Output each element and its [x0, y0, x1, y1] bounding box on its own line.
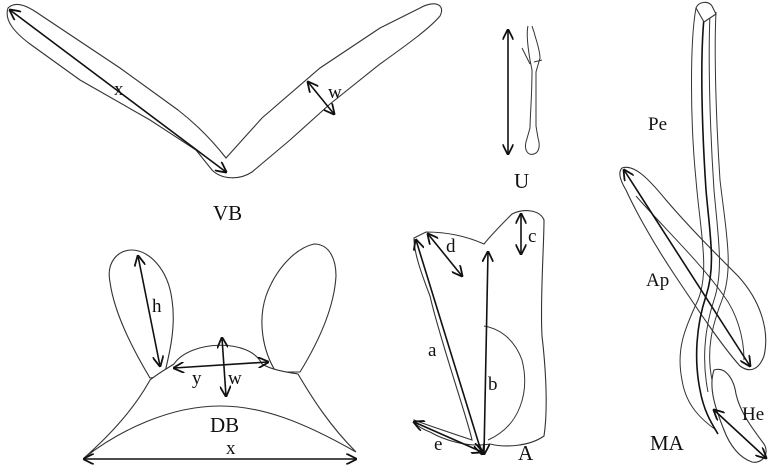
db-h-label: h: [152, 296, 162, 317]
db-w-label: w: [228, 368, 242, 389]
ma-tip: [695, 1, 717, 23]
a-panel: a b c d e A: [413, 210, 547, 465]
db-panel-label: DB: [210, 413, 239, 437]
ma-panel-label: MA: [650, 431, 685, 455]
a-inner-curve: [483, 325, 526, 441]
u-panel-label: U: [514, 169, 529, 193]
a-b-label: b: [488, 374, 498, 395]
vb-panel: x w VB: [6, 3, 442, 225]
ma-ap-arrow: [624, 170, 750, 366]
ma-ap-label: Ap: [646, 270, 669, 291]
db-right-lobe: [261, 243, 337, 373]
vb-w-label: w: [328, 82, 342, 103]
a-d-arrow: [428, 234, 462, 276]
ma-pe-label: Pe: [648, 114, 667, 135]
vb-x-arrow: [10, 10, 226, 172]
ma-he-label: He: [742, 404, 764, 425]
a-panel-label: A: [518, 441, 534, 465]
db-panel: h y w DB x: [83, 243, 357, 459]
vb-x-label: x: [114, 79, 124, 100]
db-y-label: y: [192, 368, 202, 389]
db-body: [83, 344, 357, 459]
vb-panel-label: VB: [213, 201, 242, 225]
ma-panel: Pe Ap He MA: [619, 1, 766, 463]
u-panel: U: [508, 25, 543, 193]
a-c-label: c: [528, 226, 536, 247]
vb-w-arrow: [308, 82, 334, 114]
ma-penis-outer-right: [709, 11, 731, 423]
a-a-label: a: [428, 340, 437, 361]
u-outline: [521, 25, 543, 155]
a-e-label: e: [434, 434, 442, 455]
a-e-arrow: [414, 422, 482, 452]
a-d-label: d: [446, 236, 456, 257]
db-h-arrow: [138, 256, 160, 366]
db-x-label: x: [226, 438, 236, 459]
ma-he-arrow: [714, 410, 766, 458]
db-w-arrow: [222, 338, 226, 396]
vb-outline: [6, 3, 442, 179]
a-outline: [413, 210, 547, 447]
ma-penis-outer-left: [679, 7, 717, 431]
